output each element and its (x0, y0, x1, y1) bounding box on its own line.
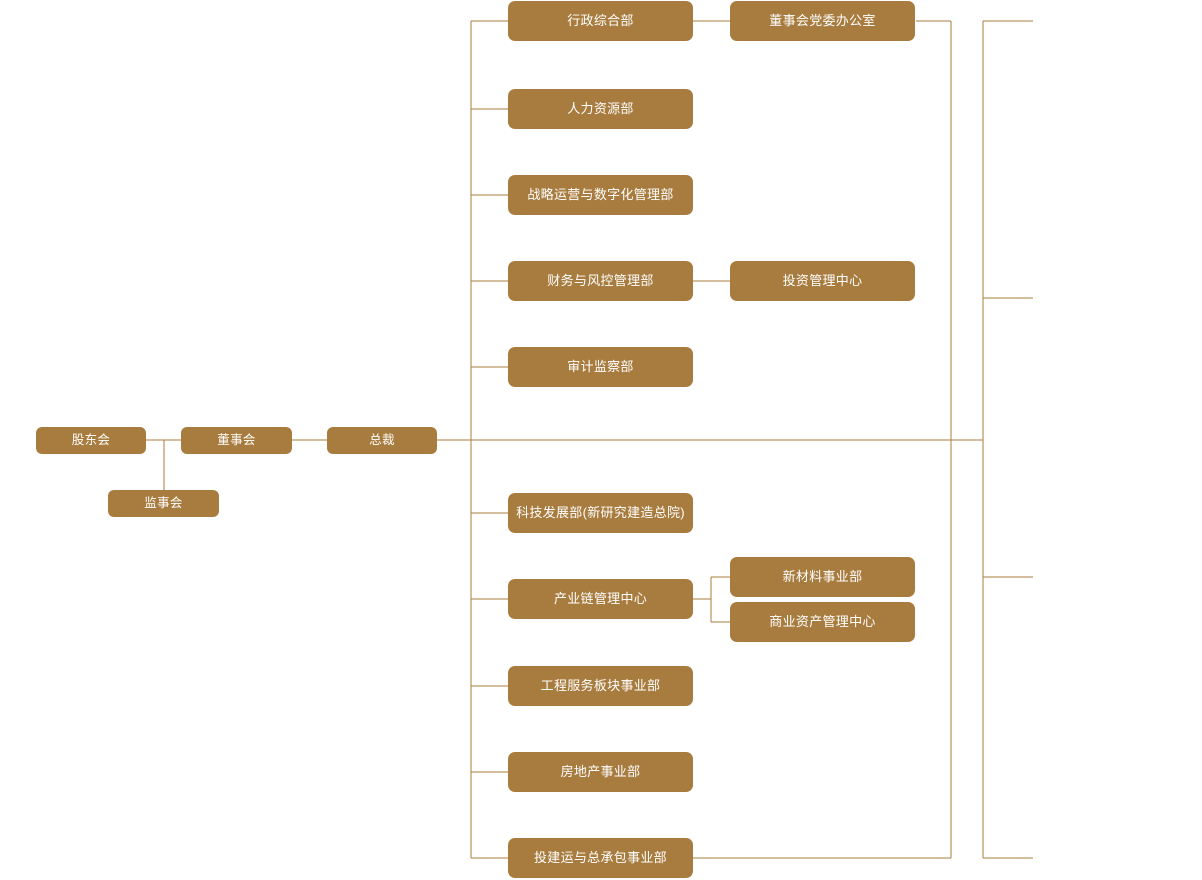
node-label: 投建运与总承包事业部 (533, 849, 667, 865)
node-label: 监事会 (144, 496, 183, 511)
node-strategy-dept[interactable]: 战略运营与数字化管理部 (508, 175, 693, 215)
node-industry-chain-center[interactable]: 产业链管理中心 (508, 579, 693, 619)
node-label: 行政综合部 (567, 12, 634, 28)
node-president[interactable]: 总裁 (327, 427, 437, 454)
node-label: 财务与风控管理部 (547, 272, 654, 288)
node-investment-construction-div[interactable]: 投建运与总承包事业部 (508, 838, 693, 878)
node-audit-dept[interactable]: 审计监察部 (508, 347, 693, 387)
node-label: 投资管理中心 (782, 272, 863, 288)
node-label: 工程服务板块事业部 (540, 677, 661, 693)
node-investment-center[interactable]: 投资管理中心 (730, 261, 915, 301)
node-label: 产业链管理中心 (553, 590, 648, 606)
node-label: 董事会党委办公室 (769, 12, 876, 28)
node-label: 董事会 (217, 433, 256, 448)
node-label: 战略运营与数字化管理部 (527, 186, 674, 202)
node-commercial-asset-center[interactable]: 商业资产管理中心 (730, 602, 915, 642)
node-engineering-services-div[interactable]: 工程服务板块事业部 (508, 666, 693, 706)
node-supervisors[interactable]: 监事会 (108, 490, 219, 517)
node-shareholders[interactable]: 股东会 (36, 427, 146, 454)
node-finance-dept[interactable]: 财务与风控管理部 (508, 261, 693, 301)
node-label: 股东会 (71, 433, 111, 448)
node-tech-dept[interactable]: 科技发展部(新研究建造总院) (508, 493, 693, 533)
node-hr-dept[interactable]: 人力资源部 (508, 89, 693, 129)
node-label: 商业资产管理中心 (769, 613, 876, 629)
node-board[interactable]: 董事会 (181, 427, 292, 454)
node-board-party-office[interactable]: 董事会党委办公室 (730, 1, 915, 41)
node-label: 人力资源部 (567, 100, 634, 116)
node-label: 房地产事业部 (560, 763, 641, 779)
node-new-materials-div[interactable]: 新材料事业部 (730, 557, 915, 597)
node-label: 新材料事业部 (782, 568, 863, 584)
node-label: 科技发展部(新研究建造总院) (516, 504, 685, 520)
node-admin-dept[interactable]: 行政综合部 (508, 1, 693, 41)
node-real-estate-div[interactable]: 房地产事业部 (508, 752, 693, 792)
node-label: 审计监察部 (567, 358, 634, 374)
node-label: 总裁 (369, 433, 395, 448)
